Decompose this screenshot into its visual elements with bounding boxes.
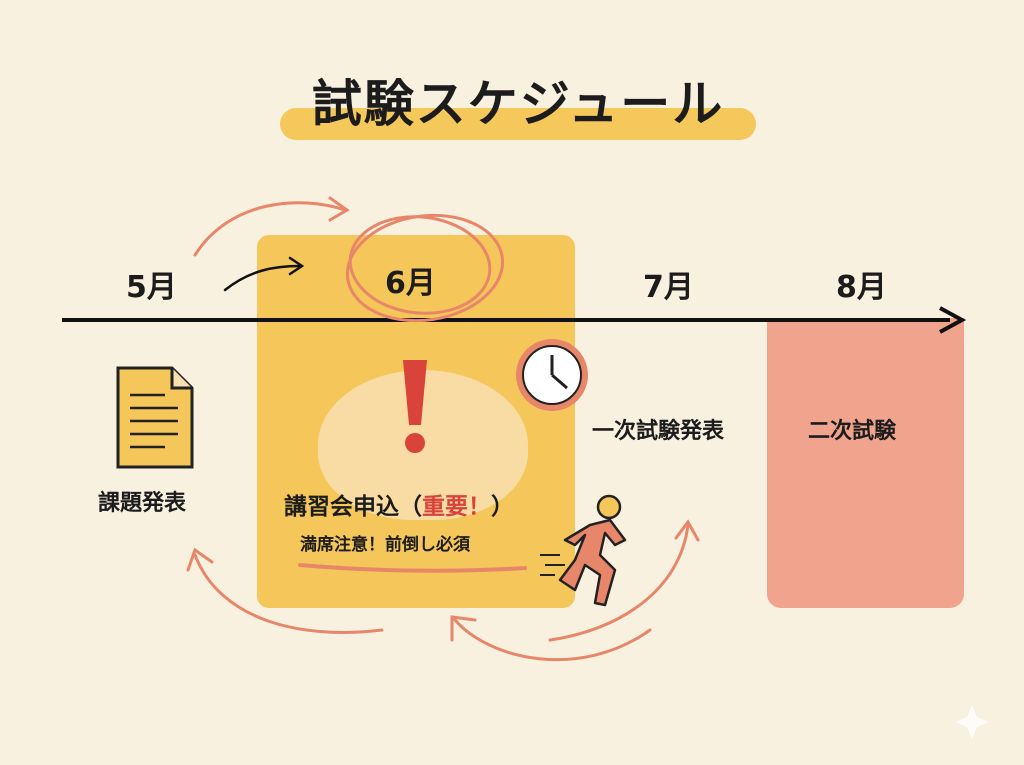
exclamation-icon	[403, 360, 427, 453]
important-tag: 重要！	[422, 494, 491, 520]
clock-icon	[516, 339, 588, 411]
flow-arrows-icon	[186, 196, 700, 662]
document-icon	[116, 366, 194, 469]
timeline-arrowhead-icon	[939, 306, 967, 334]
may-event-label: 課題発表	[98, 491, 187, 516]
july-event-label: 一次試験発表	[592, 419, 725, 444]
august-exam-box	[767, 318, 964, 608]
title-highlight	[280, 108, 756, 140]
sparkle-icon	[955, 705, 989, 739]
month-july: 7月	[643, 270, 694, 305]
month-august: 8月	[836, 270, 887, 305]
month-may: 5月	[126, 270, 177, 305]
month-june: 6月	[385, 266, 436, 301]
page-title: 試験スケジュール	[311, 75, 725, 133]
august-event-label: 二次試験	[808, 419, 897, 444]
june-event-note: 満席注意！前倒し必須	[300, 535, 470, 555]
running-person-icon	[540, 494, 627, 607]
june-event-label: 講習会申込（重要！）	[284, 494, 514, 520]
